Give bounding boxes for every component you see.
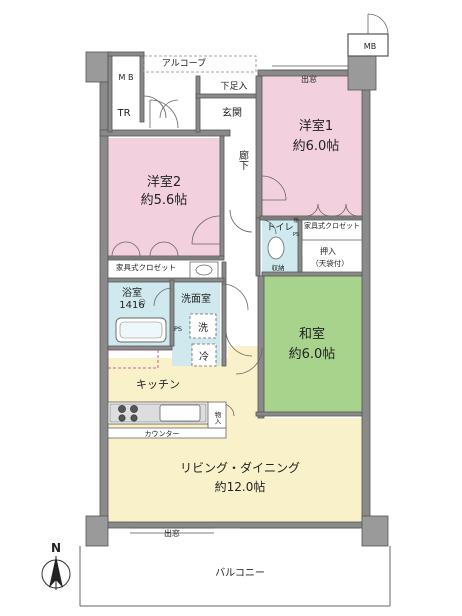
alcove-label: アルコーブ — [162, 57, 206, 69]
western1-floor — [262, 76, 362, 216]
washer-space — [189, 313, 217, 339]
washer-label: 洗 — [198, 322, 208, 334]
entrance-label: 玄関 — [222, 106, 242, 119]
alcove-dashed-area — [143, 55, 257, 73]
western2-floor — [108, 138, 220, 258]
bath-name: 浴室 — [122, 286, 142, 299]
western1-size: 約6.0帖 — [293, 139, 340, 154]
japanese-size: 約6.0帖 — [289, 347, 336, 362]
mb-top-label: MB — [364, 42, 376, 51]
toilet-bowl — [267, 236, 285, 260]
balcony-label: バルコニー — [215, 567, 265, 579]
bar-counter — [107, 427, 227, 439]
oshiire-box — [301, 239, 363, 273]
toilet-label: トイレ — [266, 223, 293, 233]
ps-bath-label: PS — [174, 325, 182, 333]
window-bottom-label: 出窓 — [164, 528, 180, 538]
mb-left-label: M B — [119, 73, 134, 82]
oshiire-sub-label: （天袋付） — [311, 258, 349, 268]
closet-western2-label: 家具式クロゼット — [116, 262, 176, 272]
fridge-label: 冷 — [199, 350, 209, 363]
closet-western1-label: 家具式クロゼット — [304, 221, 360, 230]
kitchen-dashed — [107, 349, 159, 369]
kitchen-label: キッチン — [136, 378, 180, 391]
washroom-label: 洗面室 — [181, 292, 211, 305]
shoes-area-label: 下足入 — [220, 81, 247, 92]
bath-size: 1416 — [119, 300, 144, 311]
tr-label: TR — [116, 108, 130, 119]
western2-size: 約5.6帖 — [141, 193, 188, 208]
toilet-storage-label: 収納 — [272, 263, 285, 272]
windows — [130, 65, 360, 534]
western2-name: 洋室2 — [147, 174, 181, 190]
japanese-name: 和室 — [299, 326, 325, 342]
compass-label: N — [51, 541, 61, 555]
living-name: リビング・ダイニング — [180, 460, 300, 475]
storage-label: 物入 — [213, 410, 221, 425]
balcony-outline — [79, 546, 391, 607]
ps-toilet-label: PS — [293, 232, 299, 238]
living-size: 約12.0帖 — [215, 479, 266, 494]
oshiire-label: 押入 — [320, 246, 336, 256]
cooktop — [118, 405, 138, 422]
living-dining-floor — [108, 346, 362, 522]
kitchen-sink — [159, 404, 201, 422]
corridor-label: 廊下 — [237, 149, 249, 171]
counter-label: カウンター — [145, 429, 180, 438]
japanese-floor — [264, 276, 362, 412]
storage-box — [207, 401, 227, 429]
western1-name: 洋室1 — [299, 118, 333, 134]
toilet-shelf-label: 棚 — [293, 217, 298, 224]
north-compass — [41, 556, 71, 590]
walls — [85, 51, 389, 547]
fridge-space — [191, 343, 217, 367]
window-top-label: 出窓 — [301, 74, 317, 84]
